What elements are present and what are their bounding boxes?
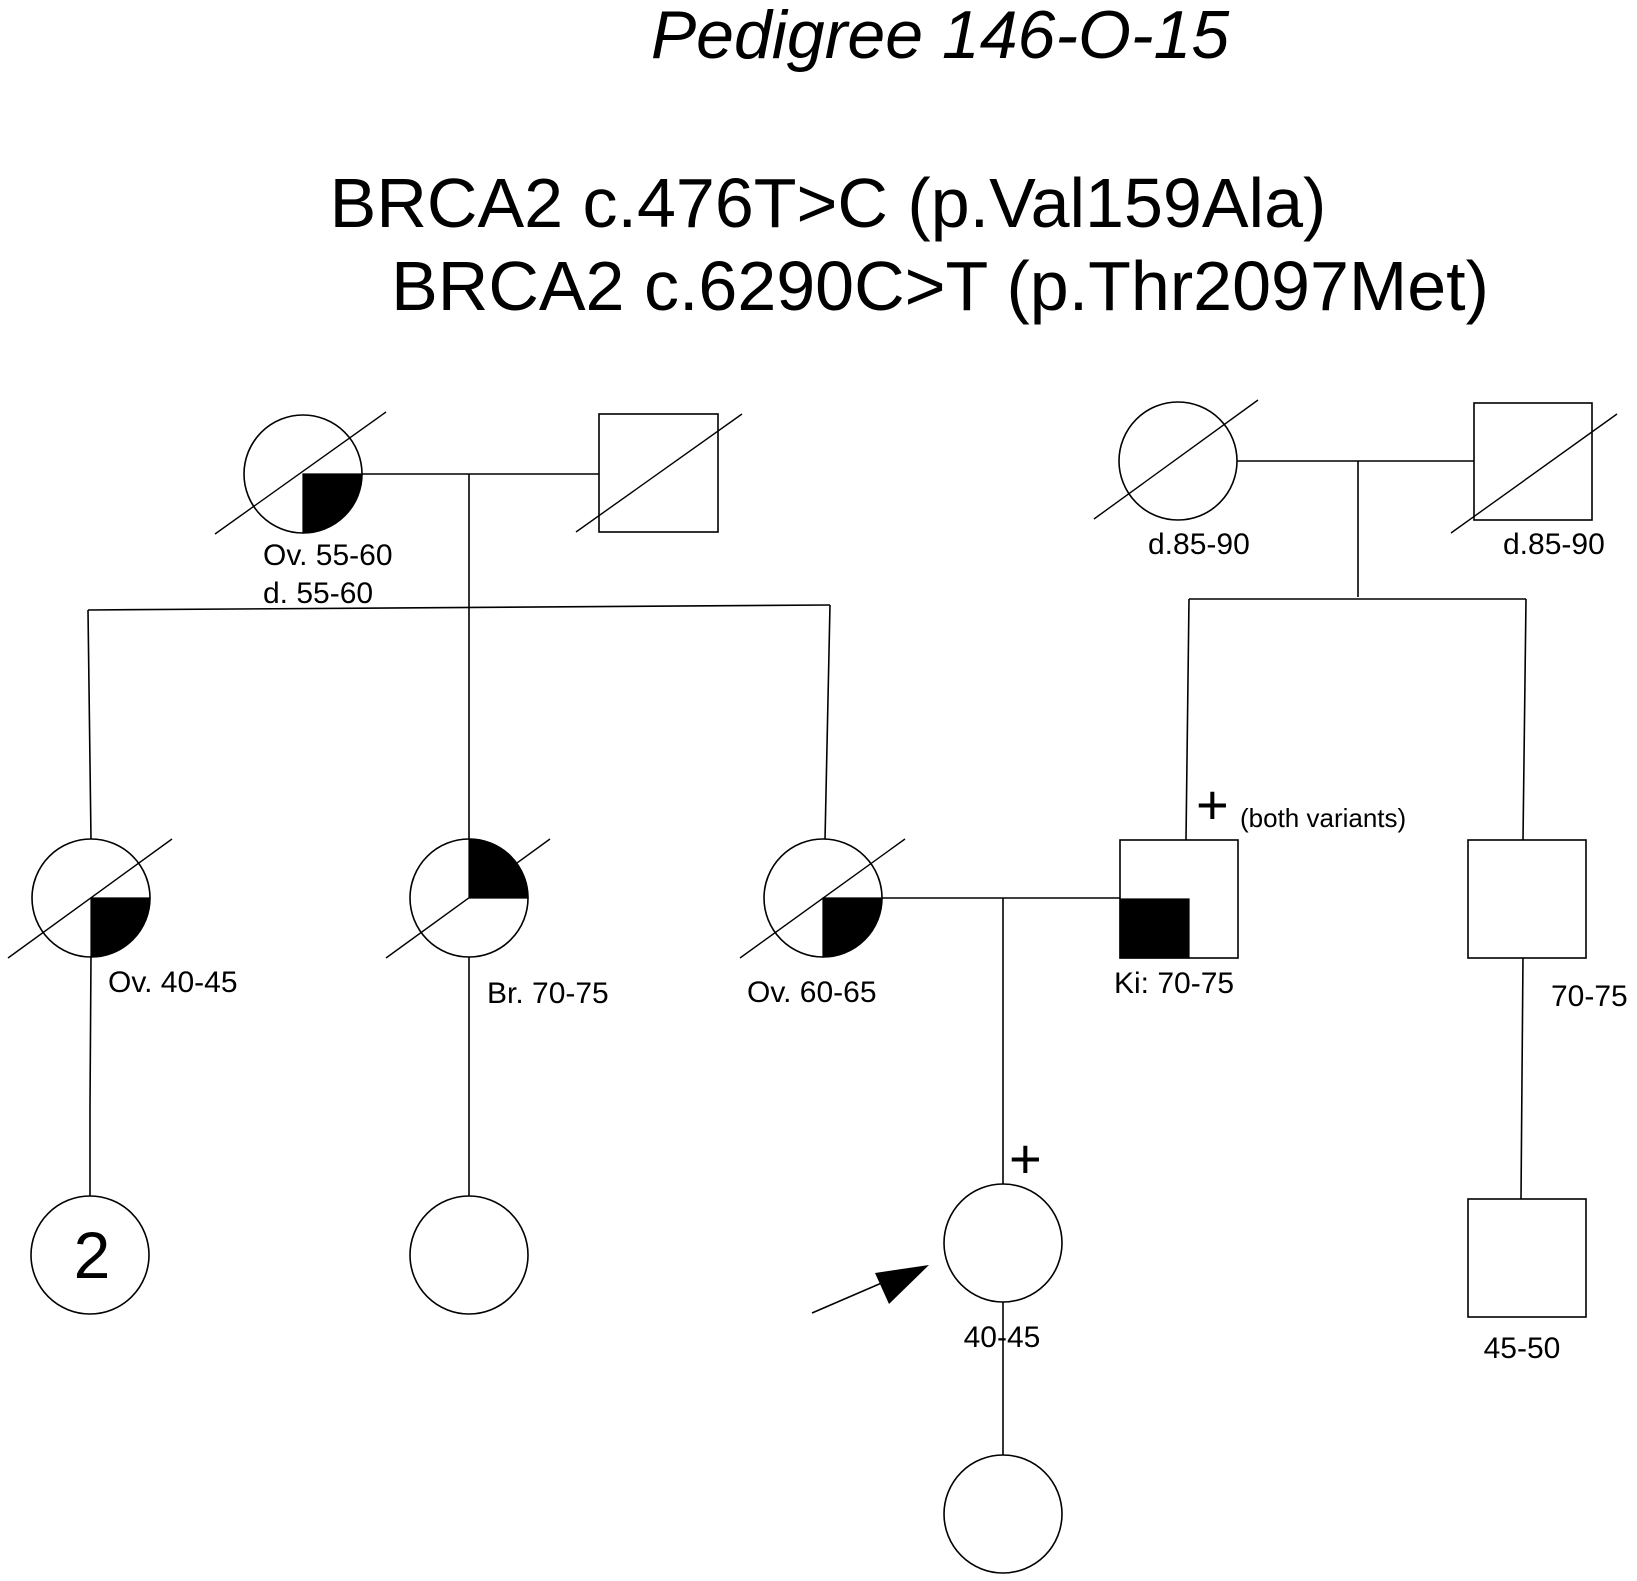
paternal-grandfather-label: d.85-90 <box>1503 528 1605 561</box>
aunt-1-label: Ov. 40-45 <box>108 966 238 999</box>
paternal-grandmother-label: d.85-90 <box>1148 528 1250 561</box>
father-label: Ki: 70-75 <box>1114 967 1234 1000</box>
proband-arrow <box>811 1265 929 1314</box>
aunt-2 <box>385 838 551 959</box>
proband-plus: + <box>1009 1127 1042 1190</box>
cousin-male-label: 45-50 <box>1484 1332 1561 1365</box>
father-plus: + <box>1196 773 1229 836</box>
relationship-lines <box>87 460 1527 1456</box>
variant-line-2: BRCA2 c.6290C>T (p.Thr2097Met) <box>391 247 1489 325</box>
paternal-grandfather <box>1450 402 1618 534</box>
mother-label: Ov. 60-65 <box>747 976 877 1009</box>
maternal-grandmother <box>214 411 387 535</box>
variant-line-1: BRCA2 c.476T>C (p.Val159Ala) <box>330 164 1327 242</box>
proband-label: 40-45 <box>964 1321 1041 1354</box>
uncle-label: 70-75 <box>1551 980 1628 1013</box>
paternal-grandmother <box>1093 399 1259 521</box>
father <box>1119 839 1239 959</box>
daughter <box>943 1454 1063 1574</box>
cousins-count: 2 <box>74 1218 111 1292</box>
aunt-2-label: Br. 70-75 <box>487 977 609 1010</box>
father-note: (both variants) <box>1240 803 1406 833</box>
pedigree-title: Pedigree 146-O-15 <box>651 0 1230 73</box>
maternal-grandfather <box>575 413 743 533</box>
cousin-female <box>409 1195 529 1315</box>
mother <box>739 838 906 959</box>
cousins-group <box>30 1195 150 1315</box>
uncle <box>1467 839 1587 959</box>
proband <box>943 1183 1063 1303</box>
maternal-grandmother-label-1: Ov. 55-60 <box>263 539 393 572</box>
maternal-grandmother-label-2: d. 55-60 <box>263 577 373 610</box>
aunt-1 <box>7 838 173 959</box>
cousin-male <box>1467 1198 1587 1318</box>
